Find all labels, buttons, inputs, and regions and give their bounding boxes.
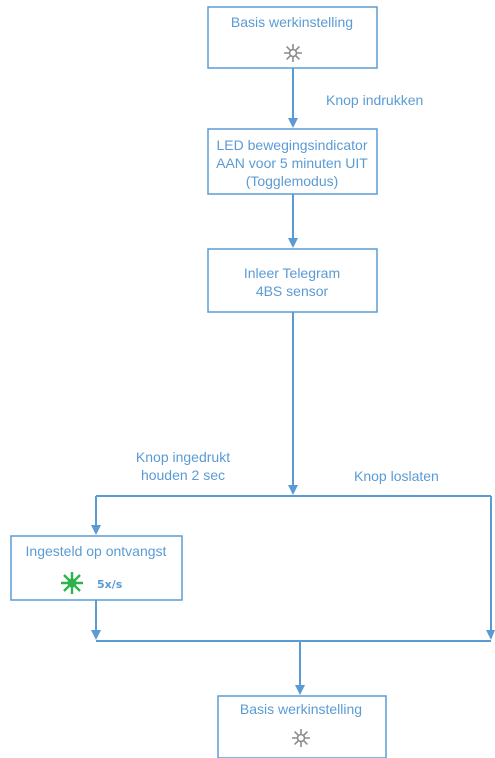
arrowhead — [288, 118, 298, 128]
node-learn: Inleer Telegram 4BS sensor — [207, 248, 378, 313]
node-indicator-line2: AAN voor 5 minuten UIT — [216, 155, 368, 171]
connectors — [91, 68, 495, 695]
led-green-blinking-icon — [61, 572, 83, 594]
node-indicator-line1: LED bewegingsindicator — [217, 137, 368, 153]
node-start-label: Basis werkinstelling — [231, 14, 353, 30]
arrowhead — [288, 485, 298, 495]
node-end-box — [217, 695, 387, 758]
led-off-icon — [284, 44, 302, 62]
edge-label-hold-line1: Knop ingedrukt — [136, 449, 230, 465]
node-learn-box — [207, 248, 378, 313]
node-received-label: Ingesteld op ontvangst — [26, 543, 167, 559]
node-indicator: LED bewegingsindicator AAN voor 5 minute… — [207, 128, 378, 195]
edge-label-release: Knop loslaten — [354, 468, 439, 484]
led-off-icon — [292, 729, 310, 747]
arrowhead — [91, 630, 101, 640]
node-received-box — [10, 535, 183, 601]
arrowhead — [91, 525, 101, 535]
edge-label-hold-line2: houden 2 sec — [141, 467, 225, 483]
node-indicator-line3: (Togglemodus) — [246, 173, 339, 189]
node-learn-line1: Inleer Telegram — [244, 265, 340, 281]
node-end: Basis werkinstelling — [217, 695, 387, 758]
arrowhead — [288, 238, 298, 248]
arrowhead — [486, 630, 495, 640]
arrowhead — [295, 685, 305, 695]
node-indicator-box — [207, 128, 378, 195]
blink-rate-label: 5x/s — [97, 578, 123, 591]
node-end-label: Basis werkinstelling — [240, 701, 362, 717]
node-learn-line2: 4BS sensor — [256, 283, 329, 299]
edge-label-press: Knop indrukken — [326, 92, 423, 108]
node-start: Basis werkinstelling — [207, 6, 378, 69]
node-received: Ingesteld op ontvangst 5x/s — [10, 535, 183, 601]
